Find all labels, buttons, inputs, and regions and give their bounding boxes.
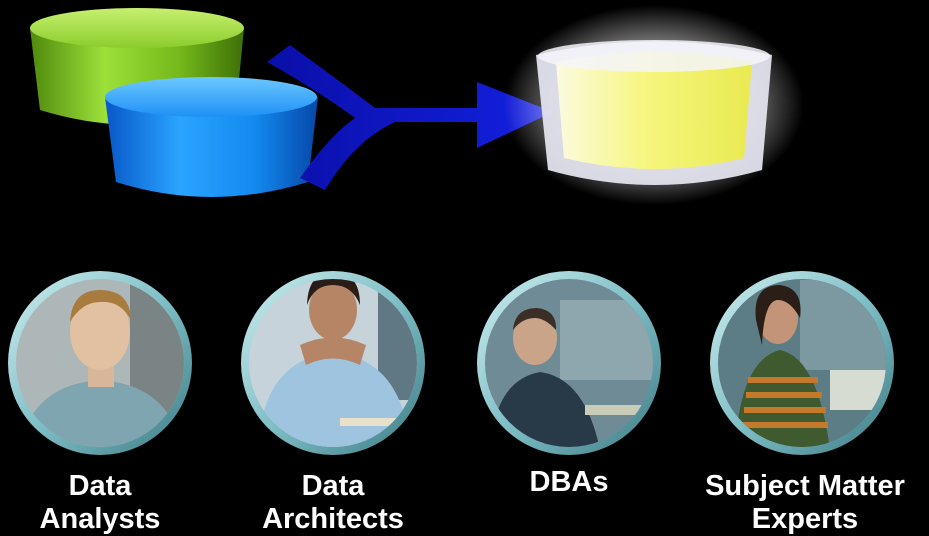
role-label-line2: Analysts <box>39 503 161 535</box>
role-label-data-architects: Data Architects <box>253 470 413 536</box>
blue-database-icon <box>105 77 318 197</box>
merge-arrow-icon <box>267 45 553 190</box>
dbas-portrait <box>477 271 661 455</box>
role-label-subject-matter-experts: Subject Matter Experts <box>692 470 918 536</box>
role-label-line2: Experts <box>751 503 859 535</box>
role-label-line1: DBAs <box>529 466 609 498</box>
role-label-line1: Subject Matter <box>705 470 905 502</box>
subject-matter-experts-portrait <box>710 271 894 455</box>
data-analysts-portrait <box>8 271 192 455</box>
role-label-line1: Data <box>301 470 365 502</box>
role-label-data-analysts: Data Analysts <box>20 470 180 536</box>
target-database-icon <box>504 5 804 205</box>
data-architects-portrait <box>241 271 425 455</box>
role-label-dbas: DBAs <box>489 466 649 499</box>
role-label-line2: Architects <box>262 503 404 535</box>
role-label-line1: Data <box>68 470 132 502</box>
